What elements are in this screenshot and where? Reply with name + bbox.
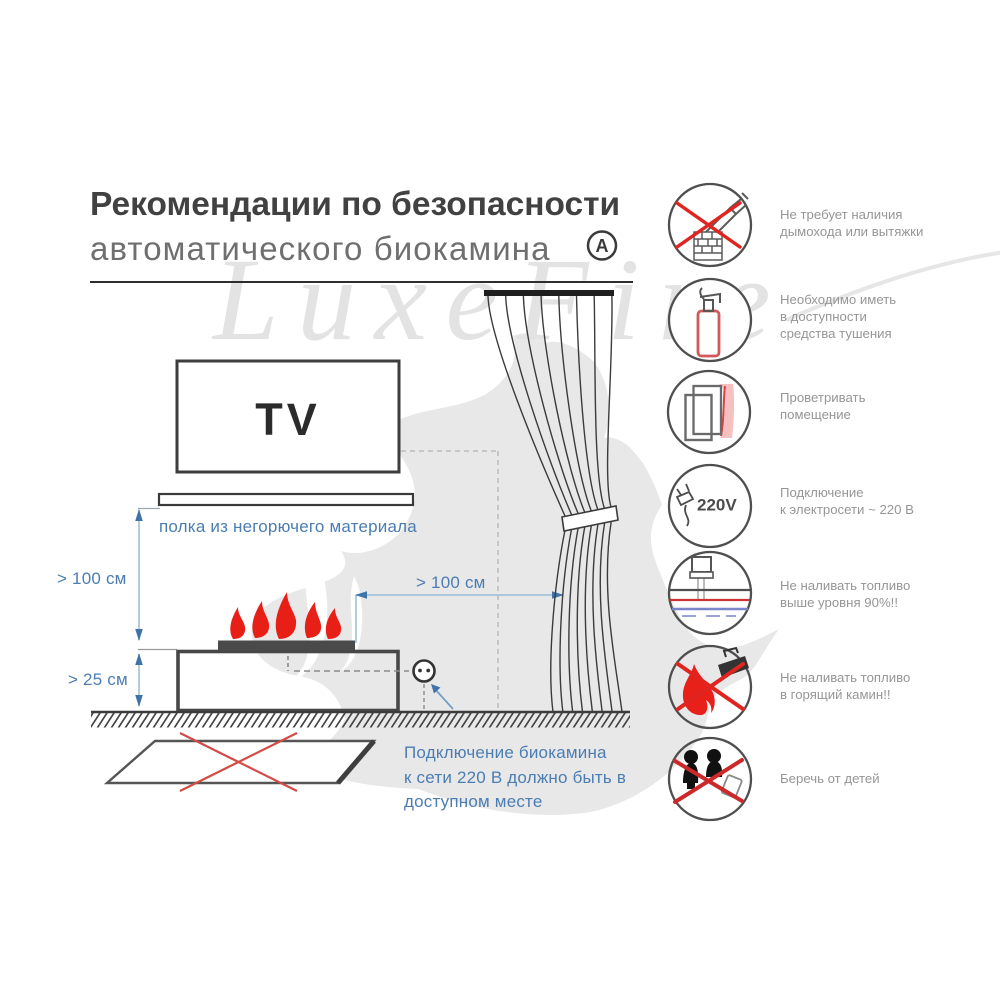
svg-text:A: A [596,236,609,256]
svg-text:220V: 220V [697,496,737,515]
